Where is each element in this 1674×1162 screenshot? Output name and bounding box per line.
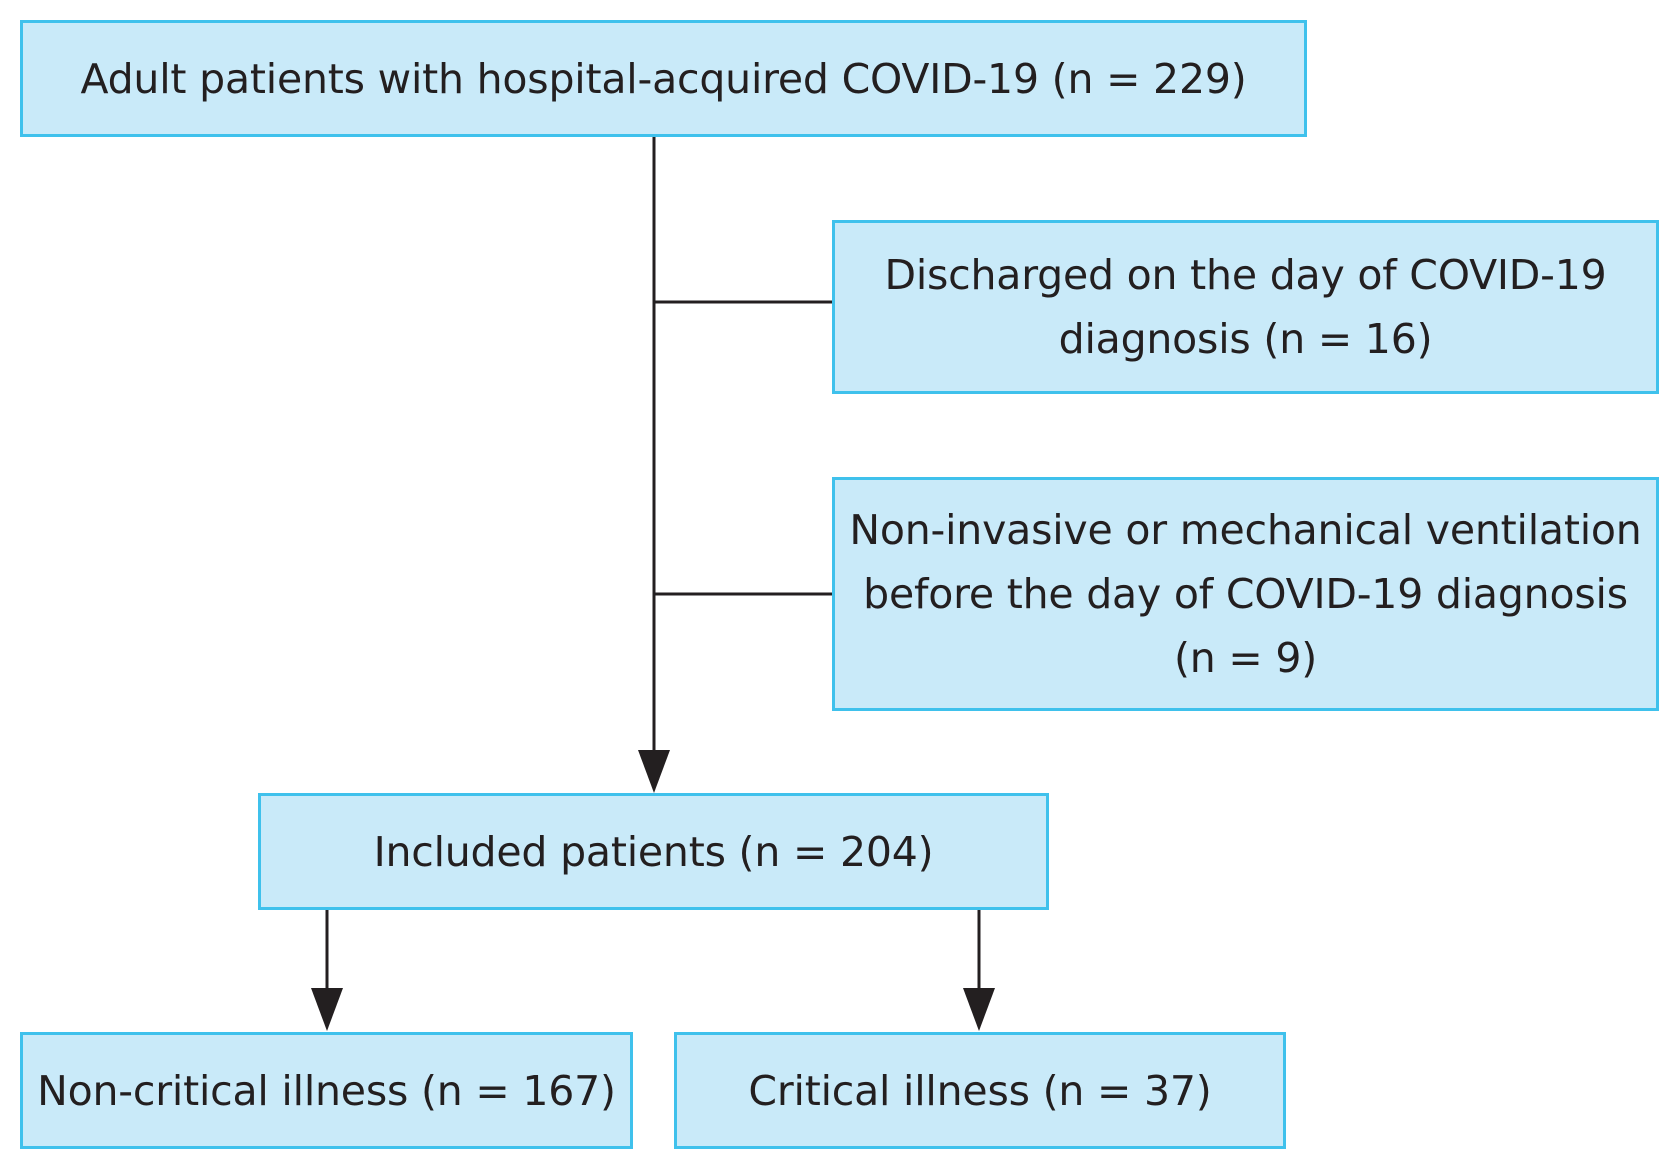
included-patients-box: Included patients (n = 204) <box>258 793 1049 910</box>
arrow-to-included <box>638 750 670 793</box>
adult-patients-box: Adult patients with hospital-acquired CO… <box>20 20 1307 137</box>
discharged-exclusion-box: Discharged on the day of COVID-19 diagno… <box>832 220 1659 394</box>
ventilation-exclusion-box: Non-invasive or mechanical ventilation b… <box>832 477 1659 711</box>
non-critical-illness-box: Non-critical illness (n = 167) <box>20 1032 633 1149</box>
arrow-to-non-critical <box>311 988 343 1031</box>
arrow-to-critical <box>963 988 995 1031</box>
critical-illness-box: Critical illness (n = 37) <box>674 1032 1286 1149</box>
